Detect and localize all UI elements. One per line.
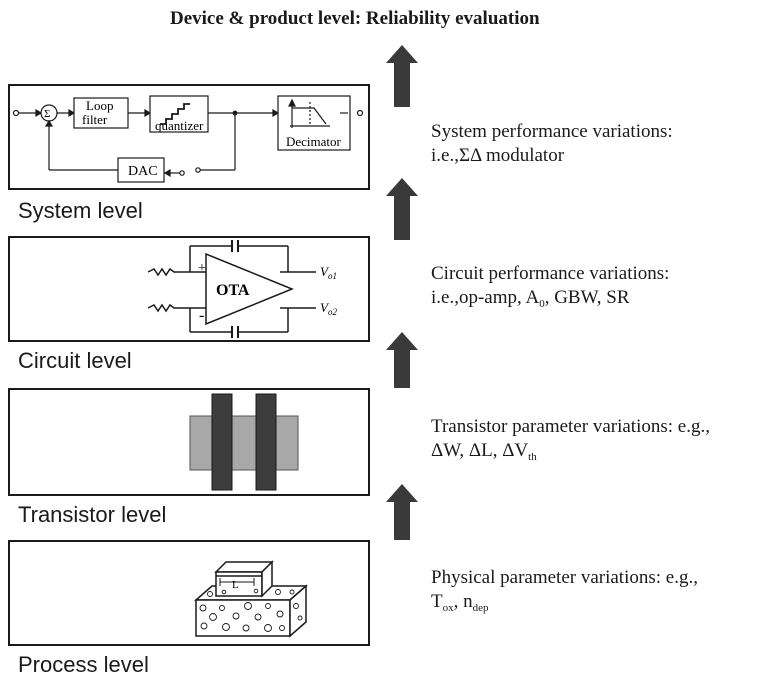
system-variations-line2: i.e.,ΣΔ modulator [431, 145, 565, 166]
quantizer-label: quantizer [155, 118, 204, 133]
circuit-level-label: Circuit level [18, 348, 132, 373]
process-level-label: Process level [18, 652, 149, 677]
up-arrow-top [386, 45, 418, 107]
circuit-variations-line1: Circuit performance variations: [431, 263, 670, 284]
vo2-label: Vo2 [320, 300, 337, 317]
transistor-variations-line1: Transistor parameter variations: e.g., [431, 416, 710, 437]
ota-circuit-diagram: + - OTA Vo1 Vo2 [147, 240, 337, 338]
sigma-delta-modulator-diagram: Σ Loop filter quantizer Decimator DAC [12, 95, 364, 183]
decimator-label: Decimator [286, 134, 342, 149]
process-variations-line2: Tox, ndep [431, 591, 489, 614]
up-arrow-circuit [386, 332, 418, 388]
system-level-box: Σ Loop filter quantizer Decimator DAC [8, 84, 370, 190]
transistor-level-label: Transistor level [18, 502, 167, 527]
ota-plus-sign: + [198, 261, 206, 276]
sigma-symbol: Σ [44, 108, 50, 120]
transistor-variations-line2: ΔW, ΔL, ΔVth [431, 440, 537, 463]
process-variations-line1: Physical parameter variations: e.g., [431, 567, 698, 588]
up-arrow-system [386, 178, 418, 240]
ota-label: OTA [216, 282, 250, 299]
transistor-level-box [8, 388, 370, 496]
circuit-variations-line2: i.e.,op-amp, A0, GBW, SR [431, 287, 630, 310]
system-variations-text: System performance variations: i.e.,ΣΔ m… [431, 120, 673, 168]
system-level-label: System level [18, 198, 143, 223]
dac-label: DAC [128, 164, 158, 179]
process-cross-section-diagram: L [194, 560, 308, 638]
circuit-level-box: + - OTA Vo1 Vo2 [8, 236, 370, 342]
process-variations-text: Physical parameter variations: e.g., Tox… [431, 566, 698, 620]
ota-minus-sign: - [199, 307, 204, 324]
loop-filter-label-2: filter [82, 112, 108, 127]
system-variations-line1: System performance variations: [431, 121, 673, 142]
process-level-box: L [8, 540, 370, 646]
transistor-layout-diagram [189, 393, 299, 491]
vo1-label: Vo1 [320, 264, 337, 281]
loop-filter-label-1: Loop [86, 98, 113, 113]
circuit-variations-text: Circuit performance variations: i.e.,op-… [431, 262, 669, 316]
transistor-variations-text: Transistor parameter variations: e.g., Δ… [431, 415, 710, 469]
up-arrow-transistor [386, 484, 418, 540]
gate-length-label: L [232, 579, 239, 591]
diagram-title: Device & product level: Reliability eval… [170, 8, 540, 29]
